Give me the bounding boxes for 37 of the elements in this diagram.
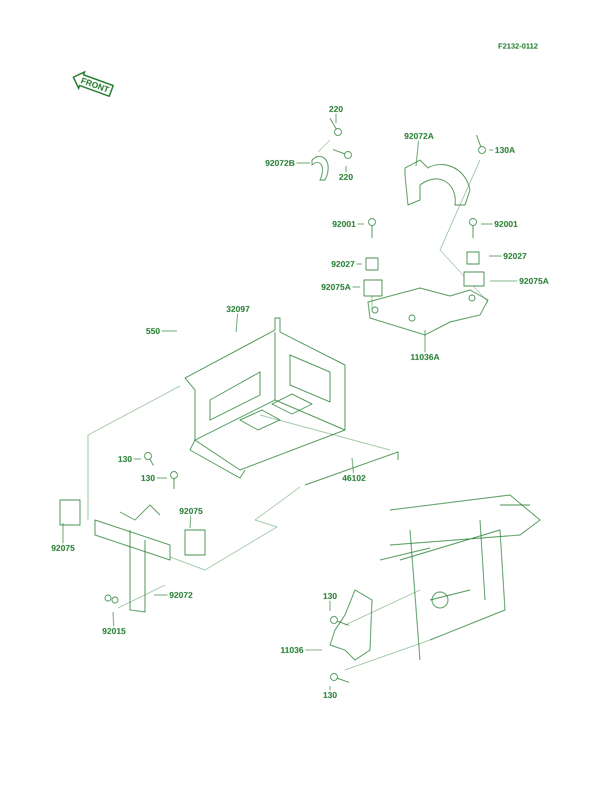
callout-number: 220 [329, 106, 343, 112]
callout-number: 130 [323, 593, 337, 599]
leader-line [490, 280, 518, 282]
callout-number: 550 [146, 328, 160, 334]
callout-number: 92015 [102, 628, 126, 634]
leader-line [236, 313, 238, 332]
callout-number: 92075A [519, 278, 549, 284]
leader-line [190, 515, 192, 528]
leader-line [352, 286, 360, 288]
callout-number: 92027 [504, 253, 526, 259]
callout-number: 92075 [180, 508, 203, 514]
callout-number: 92072A [404, 133, 434, 139]
callout-number: 46102 [342, 475, 366, 481]
leader-line [352, 458, 354, 474]
callout-number: 92072B [265, 160, 294, 166]
callout-number: 11036A [410, 354, 440, 360]
leader-line [161, 330, 178, 332]
callout-number: 92027 [332, 261, 354, 267]
callout-number: 130 [118, 456, 132, 462]
leader-line [62, 522, 64, 544]
leader-line [296, 162, 310, 164]
leader-line [416, 140, 419, 166]
callout-number: 92075 [52, 545, 75, 551]
leader-line [154, 594, 168, 596]
callout-number: 92001 [332, 221, 356, 227]
callout-number: 11036 [281, 647, 304, 653]
callout-number: 92075A [321, 284, 351, 290]
callout-number: 92072 [170, 592, 192, 598]
leader-line [424, 330, 426, 353]
callout-number: 220 [339, 174, 353, 180]
callout-number: 130 [323, 692, 337, 698]
callout-number: 130 [141, 475, 155, 481]
callout-number: 130A [495, 147, 515, 153]
callout-number: 32097 [226, 306, 250, 312]
leader-line [133, 458, 142, 460]
leader-line [112, 612, 114, 627]
callout-number: 92001 [494, 221, 518, 227]
